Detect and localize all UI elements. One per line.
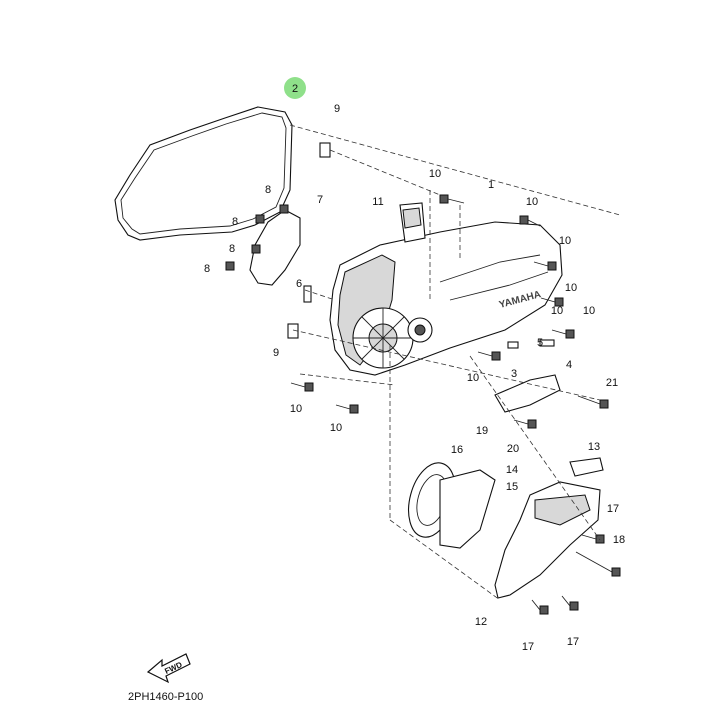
callout-label: 18 — [613, 534, 625, 546]
callout-label: 16 — [451, 444, 463, 456]
callout-label: 2 — [292, 83, 298, 95]
callout-label: 21 — [606, 377, 618, 389]
callout-label: 3 — [511, 368, 517, 380]
callout-label: 5 — [537, 337, 543, 349]
callout-label: 9 — [334, 103, 340, 115]
callout-label: 4 — [566, 359, 572, 371]
callout-label: 15 — [506, 481, 518, 493]
callout-label: 10 — [526, 196, 538, 208]
plate-part — [569, 457, 604, 477]
callout-label: 12 — [475, 616, 487, 628]
callout-label: 14 — [506, 464, 518, 476]
callout-label: 8 — [232, 216, 238, 228]
callout-label: 10 — [467, 372, 479, 384]
callout-labels: 2 9 10 1 8 7 11 10 10 8 10 8 8 6 10 10 9… — [204, 83, 625, 653]
air-duct-part — [399, 202, 426, 243]
callout-label: 17 — [607, 503, 619, 515]
callout-label: 17 — [567, 636, 579, 648]
callout-label: 10 — [565, 282, 577, 294]
diagram-code: 2PH1460-P100 — [128, 691, 203, 703]
callout-label: 8 — [229, 243, 235, 255]
callout-label: 10 — [583, 305, 595, 317]
callout-label: 17 — [522, 641, 534, 653]
callout-label: 7 — [317, 194, 323, 206]
cover-plate-part — [249, 209, 301, 286]
callout-label: 10 — [559, 235, 571, 247]
callout-label: 9 — [273, 347, 279, 359]
callout-label: 1 — [488, 179, 494, 191]
callout-label: 11 — [372, 196, 383, 208]
callout-label: 20 — [507, 443, 519, 455]
fwd-arrow-icon: FWD — [146, 653, 191, 684]
callout-label: 13 — [588, 441, 600, 453]
fwd-label: FWD — [163, 660, 184, 676]
gasket-part — [114, 106, 293, 241]
highlight-marker — [284, 77, 306, 99]
callout-label: 10 — [551, 305, 563, 317]
callout-label: 10 — [429, 168, 441, 180]
callout-label: 19 — [476, 425, 488, 437]
callout-label: 10 — [290, 403, 302, 415]
belt-cover-part — [494, 481, 601, 599]
bolt-parts — [225, 194, 621, 615]
callout-label: 8 — [265, 184, 271, 196]
assembly-lines — [289, 124, 621, 601]
bracket-part — [494, 374, 561, 413]
crankcase-cover-part: YAMAHA — [329, 221, 563, 376]
callout-label: 8 — [204, 263, 210, 275]
seal-part — [439, 469, 496, 549]
callout-label: 10 — [330, 422, 342, 434]
callout-label: 6 — [296, 278, 302, 290]
